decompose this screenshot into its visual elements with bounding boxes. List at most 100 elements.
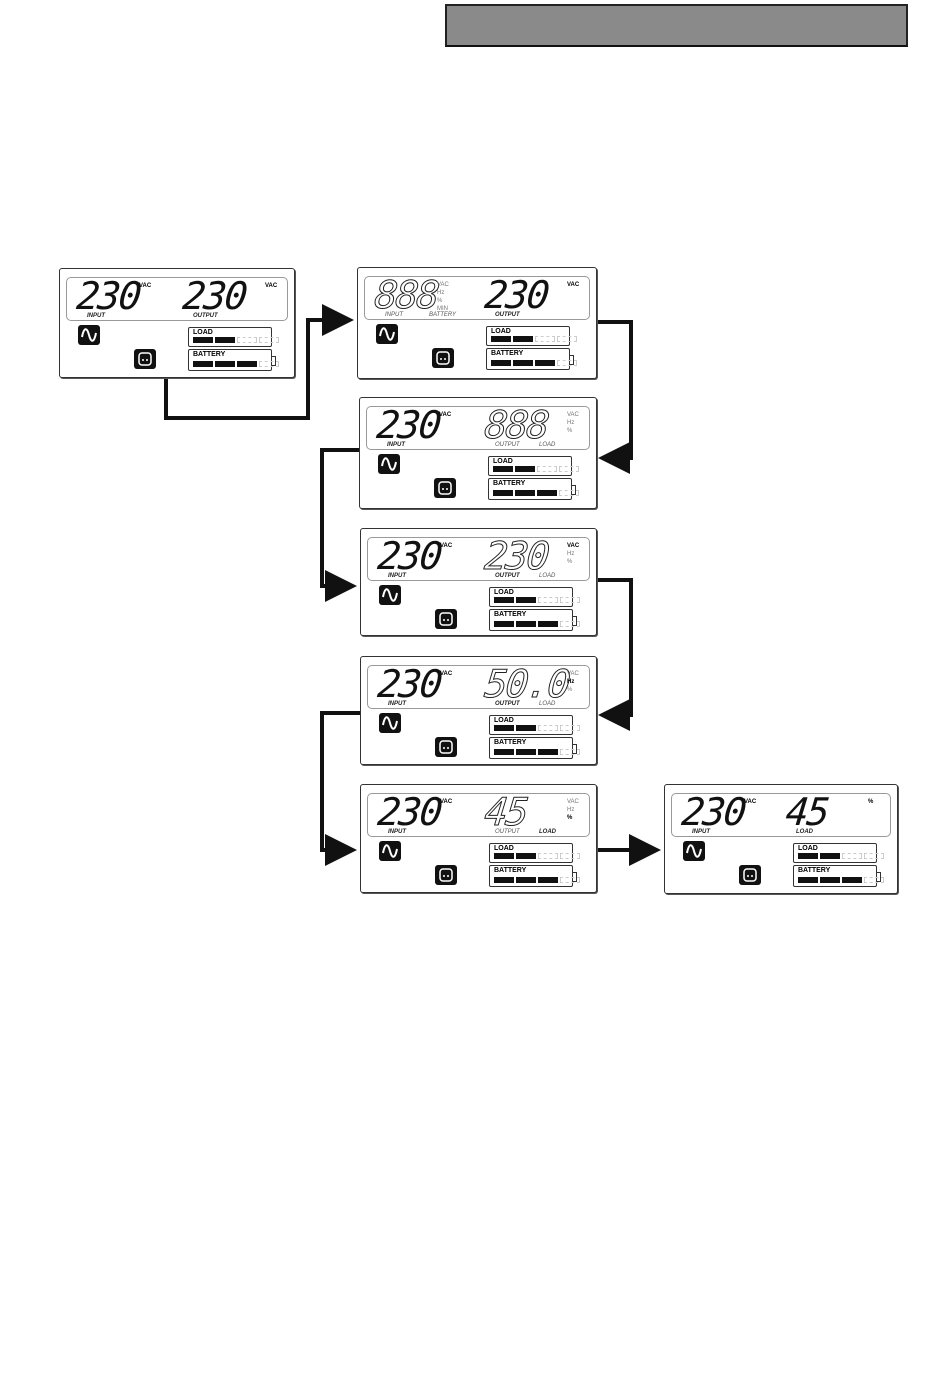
unit-indicator: Hz (567, 679, 575, 685)
left-readout: 230 (374, 403, 442, 447)
load-segments (491, 336, 577, 342)
unit-indicator: % (567, 815, 573, 821)
left-units: VAC (439, 411, 451, 419)
load-segments (493, 466, 579, 472)
left-units: VAC (744, 798, 756, 806)
load-bar: LOAD (486, 326, 577, 346)
unit-indicator: % (567, 559, 573, 565)
battery-segment (516, 749, 536, 755)
left-readout: 230 (375, 790, 443, 834)
battery-label: BATTERY (494, 611, 527, 618)
unit-indicator: MIN (437, 306, 448, 312)
load-segment (798, 853, 818, 859)
right-label: LOAD (539, 829, 556, 835)
battery-segment (193, 361, 213, 367)
right-label: OUTPUT (495, 442, 520, 448)
battery-label: BATTERY (494, 867, 527, 874)
outlet-icon (435, 865, 457, 885)
battery-bar: BATTERY (489, 609, 580, 631)
load-segment (557, 336, 577, 342)
battery-segment (491, 360, 511, 366)
left-units: VAC (139, 282, 151, 290)
load-segment (516, 725, 536, 731)
unit-indicator: VAC (440, 543, 453, 549)
header-bar (445, 4, 908, 47)
ac-wave-icon (683, 841, 705, 861)
load-segment (560, 597, 580, 603)
right-units: VAC Hz% (567, 542, 579, 566)
load-segment (515, 466, 535, 472)
load-label: LOAD (494, 589, 514, 596)
load-segment (237, 337, 257, 343)
load-bar: LOAD (188, 327, 279, 347)
battery-segment (842, 877, 862, 883)
load-segment (494, 725, 514, 731)
load-bar: LOAD (489, 715, 580, 735)
ac-wave-icon (379, 841, 401, 861)
load-label: LOAD (193, 329, 213, 336)
battery-segment (557, 360, 577, 366)
unit-indicator: VAC (437, 282, 449, 288)
battery-segment (560, 877, 580, 883)
battery-segments (493, 490, 579, 496)
arrow-4-to-5 (595, 578, 633, 731)
battery-bar: BATTERY (488, 478, 579, 500)
right-readout: 230 (482, 273, 550, 317)
unit-indicator: Hz (437, 290, 445, 296)
load-segments (798, 853, 884, 859)
unit-indicator: % (868, 799, 874, 805)
load-segment (513, 336, 533, 342)
left-units: VAC (440, 798, 452, 806)
right-label: OUTPUT (495, 312, 520, 318)
ac-wave-icon (376, 324, 398, 344)
unit-indicator: Hz (567, 420, 575, 426)
battery-segment (494, 621, 514, 627)
left-label: INPUT (388, 829, 406, 835)
load-bar: LOAD (489, 587, 580, 607)
arrow-3-to-4 (320, 448, 359, 602)
load-label: LOAD (798, 845, 818, 852)
right-label: LOAD (539, 701, 556, 707)
battery-segment (538, 621, 558, 627)
unit-indicator: Hz (567, 551, 575, 557)
left-readout: 230 (375, 662, 443, 706)
load-segment (535, 336, 555, 342)
unit-indicator: Hz (567, 807, 575, 813)
arrow-2-to-3 (595, 320, 633, 474)
unit-indicator: VAC (567, 543, 580, 549)
left-readout: 230 (375, 534, 443, 578)
unit-indicator: VAC (265, 283, 278, 289)
outlet-icon (134, 349, 156, 369)
load-segment (842, 853, 862, 859)
battery-segment (516, 877, 536, 883)
load-segments (494, 853, 580, 859)
battery-bar: BATTERY (793, 865, 884, 887)
battery-segments (494, 621, 580, 627)
right-units: VAC (567, 281, 579, 289)
outlet-icon (435, 737, 457, 757)
battery-tip-icon (572, 744, 577, 754)
unit-indicator: VAC (440, 671, 453, 677)
left-label: INPUT (692, 829, 710, 835)
load-segment (516, 853, 536, 859)
battery-label: BATTERY (193, 351, 226, 358)
battery-tip-icon (876, 872, 881, 882)
unit-indicator: VAC (744, 799, 757, 805)
right-label: LOAD (796, 829, 813, 835)
right-readout: 230 (180, 274, 248, 318)
right-readout: 45 (482, 790, 530, 835)
